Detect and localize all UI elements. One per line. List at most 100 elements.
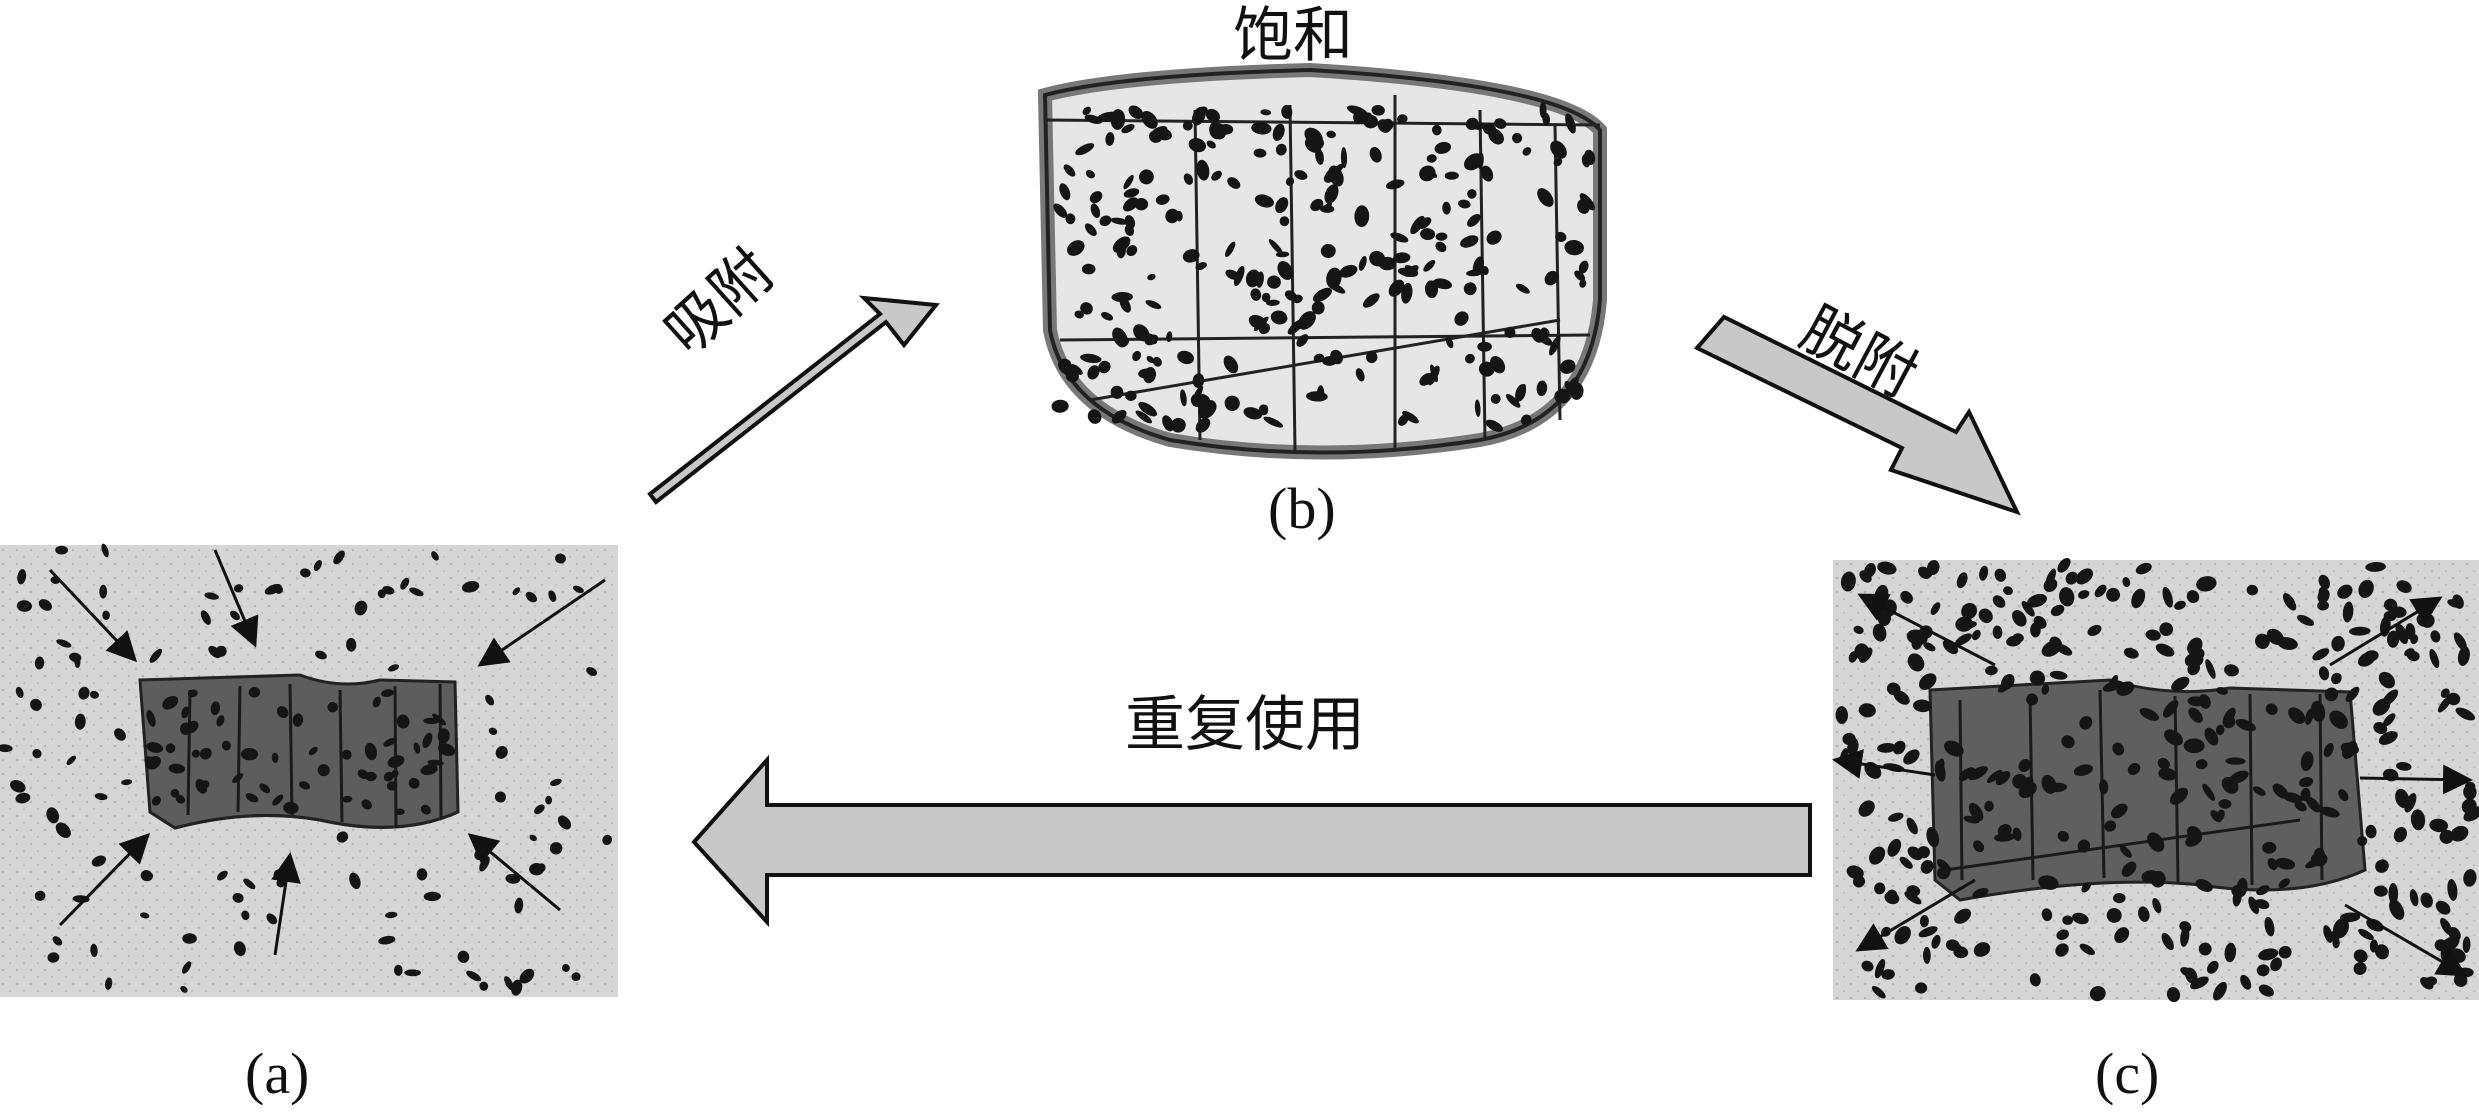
particle (2018, 759, 2031, 772)
particle (89, 690, 99, 699)
particle (336, 831, 349, 843)
particle (2188, 707, 2203, 723)
particle (422, 732, 433, 749)
particle (2190, 976, 2209, 990)
particle (1355, 368, 1365, 382)
particle (571, 972, 581, 982)
particle (2439, 829, 2454, 844)
particle (264, 583, 282, 595)
particle (2072, 912, 2089, 925)
particle (2420, 892, 2433, 908)
particle (1177, 350, 1194, 365)
particle (1266, 299, 1280, 306)
particle (102, 610, 110, 621)
particle (2447, 878, 2458, 901)
particle (1225, 269, 1240, 280)
particle (74, 713, 86, 730)
particle (1279, 216, 1290, 227)
particle (78, 686, 90, 700)
particle (2164, 729, 2183, 746)
particle (2059, 587, 2075, 607)
particle (30, 698, 42, 711)
particle (1972, 887, 1989, 899)
particle (1132, 350, 1142, 362)
particle (1494, 118, 1507, 129)
particle (2198, 942, 2212, 956)
particle (1463, 282, 1477, 296)
particle (2121, 861, 2137, 877)
particle (2033, 615, 2047, 629)
particle (385, 911, 398, 919)
particle (1536, 380, 1548, 397)
particle (2277, 637, 2298, 650)
particle (2305, 796, 2321, 813)
particle (1253, 148, 1267, 158)
particle (1085, 170, 1096, 179)
particle (2012, 773, 2028, 789)
particle (1918, 673, 1937, 690)
particle (2135, 562, 2152, 575)
particle (2141, 870, 2159, 883)
particle (1155, 194, 1170, 205)
particle (259, 783, 271, 794)
particle (2161, 932, 2174, 951)
particle (1110, 109, 1126, 130)
particle (2450, 825, 2469, 842)
particle (416, 868, 428, 881)
particle (1858, 800, 1875, 817)
particle (1992, 625, 2003, 639)
particle (104, 977, 113, 990)
particle (393, 964, 403, 976)
particle (1084, 223, 1097, 236)
adsorption-arrows-a (48, 549, 606, 956)
particle (1285, 177, 1295, 186)
particle (2262, 841, 2277, 854)
particle (114, 728, 126, 741)
particle (1080, 353, 1102, 364)
particle (2138, 906, 2150, 922)
particle (191, 749, 200, 758)
particle (557, 815, 572, 830)
particle (1147, 273, 1156, 281)
particle (2171, 676, 2190, 692)
particle (1869, 846, 1886, 865)
particle (2395, 788, 2410, 809)
particle (1430, 364, 1438, 383)
particle (1457, 199, 1471, 209)
particle (555, 553, 566, 564)
particle (1074, 310, 1084, 319)
particle (2272, 783, 2289, 799)
particle (1126, 245, 1138, 257)
particle (346, 637, 357, 652)
particle (74, 655, 81, 668)
particle (2300, 751, 2314, 772)
particle (1968, 802, 1984, 822)
particle (2081, 882, 2091, 893)
particle (1223, 355, 1239, 374)
particle (272, 794, 284, 806)
particle (1936, 859, 1952, 874)
particle (413, 742, 421, 754)
particle (32, 748, 42, 759)
particle (149, 648, 163, 663)
particle (1907, 653, 1925, 672)
particle (378, 935, 396, 945)
particle (1121, 123, 1135, 134)
particle (146, 756, 161, 770)
particle (2022, 788, 2033, 797)
particle (121, 779, 133, 786)
particle (1358, 255, 1367, 271)
particle (1888, 812, 1904, 822)
particle (1328, 165, 1344, 187)
particle (1225, 241, 1236, 258)
particle (1087, 409, 1102, 424)
particle (1956, 572, 1968, 589)
particle (2353, 962, 2367, 975)
particle (1253, 316, 1269, 332)
particle (2174, 600, 2186, 610)
particle (1182, 120, 1193, 131)
particle (1584, 149, 1596, 165)
particle (2041, 684, 2050, 695)
particle (2345, 686, 2360, 703)
particle (2139, 707, 2159, 721)
